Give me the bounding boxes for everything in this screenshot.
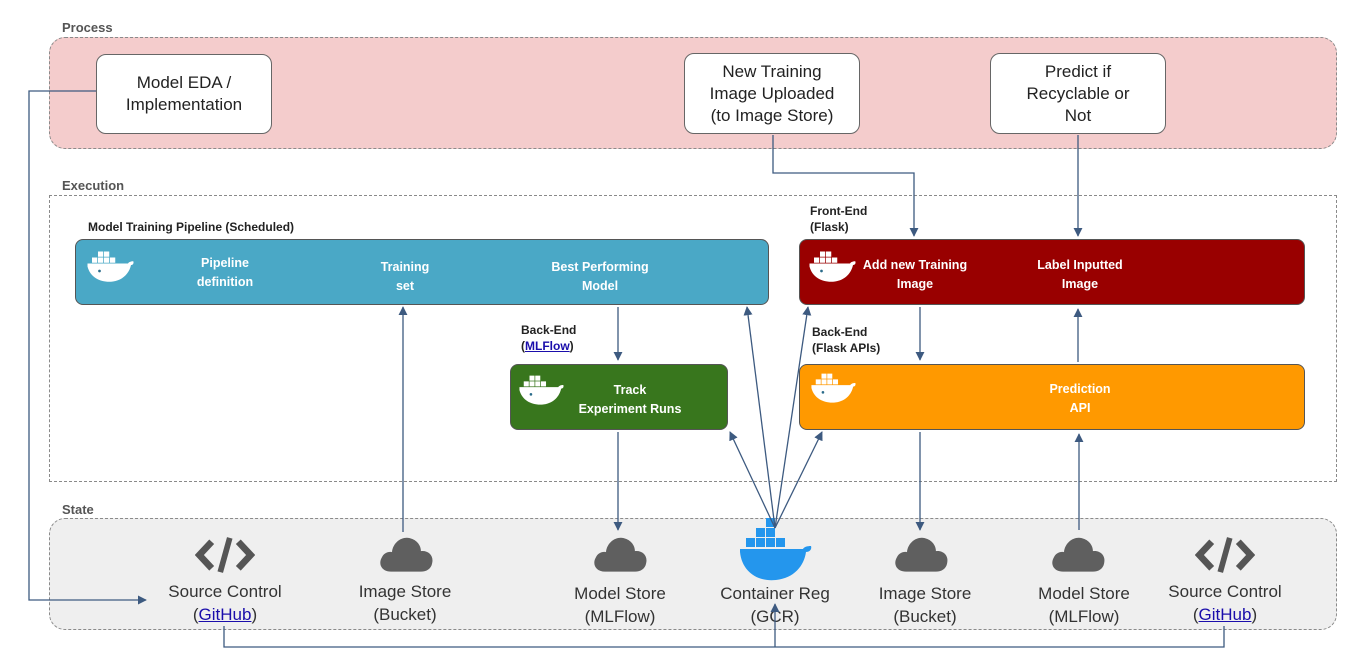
- backend-mlflow-suffix: ): [569, 339, 574, 353]
- frontend-label: Front-End (Flask): [810, 204, 868, 234]
- model-store-2-label: Model Store (MLFlow): [1038, 584, 1130, 626]
- model-store-1-label: Model Store (MLFlow): [574, 584, 666, 626]
- add-training-image-label: Add new Training Image: [862, 258, 968, 291]
- source-control-2-label: Source Control(GitHub): [1168, 582, 1282, 624]
- code-icon-2: [1199, 538, 1250, 572]
- state-region: [49, 518, 1337, 630]
- image-store-2-label: Image Store (Bucket): [878, 584, 972, 626]
- prediction-api-box: [799, 364, 1305, 430]
- pipeline-definition-label: Pipeline definition: [196, 256, 254, 289]
- docker-whale-icon-registry: [740, 518, 812, 581]
- github-link-1[interactable]: GitHub: [198, 605, 252, 624]
- docker-whale-icon-prediction: [811, 373, 856, 403]
- track-experiment-runs-label: Track Experiment Runs: [578, 383, 682, 416]
- arrow-eda-to-source-control: [28, 90, 147, 605]
- image-store-1-label: Image Store (Bucket): [358, 582, 452, 624]
- github-link-2[interactable]: GitHub: [1198, 605, 1252, 624]
- docker-whale-icon-track: [519, 375, 564, 405]
- code-icon-1: [199, 538, 250, 572]
- frontend-flask-bar: [799, 239, 1305, 305]
- docker-whale-icon-frontend: [809, 251, 856, 282]
- cloud-icon-image-store-2: [895, 537, 948, 572]
- process-section-label: Process: [62, 20, 113, 35]
- cloud-icon-model-store-1: [594, 537, 647, 572]
- source-control-2-text: Source Control: [1168, 582, 1282, 601]
- docker-whale-icon-pipeline: [87, 251, 134, 282]
- backend-mlflow-label: Back-End (MLFlow): [521, 322, 576, 354]
- pipeline-title: Model Training Pipeline (Scheduled): [88, 220, 295, 234]
- mlflow-link[interactable]: MLFlow: [525, 339, 570, 353]
- best-performing-model-label: Best Performing Model: [551, 260, 649, 293]
- training-set-label: Training set: [380, 260, 430, 293]
- label-inputted-image-label: Label Inputted Image: [1037, 258, 1123, 291]
- cloud-icon-image-store-1: [380, 537, 433, 572]
- new-training-image-card: New Training Image Uploaded (to Image St…: [684, 53, 860, 134]
- arrow-registry-to-frontend: [774, 306, 812, 529]
- arrow-registry-to-track: [729, 431, 776, 529]
- model-training-pipeline-bar: [75, 239, 769, 305]
- prediction-api-label: Prediction API: [1049, 382, 1111, 415]
- cloud-icon-model-store-2: [1052, 537, 1105, 572]
- backend-flask-label: Back-End (Flask APIs): [812, 325, 881, 355]
- source-control-1-label: Source Control(GitHub): [168, 582, 282, 624]
- model-eda-card: Model EDA / Implementation: [96, 54, 272, 134]
- predict-recyclable-card: Predict if Recyclable or Not: [990, 53, 1166, 134]
- arrow-new-training-to-add-image: [772, 135, 919, 237]
- execution-section-label: Execution: [62, 178, 125, 193]
- arrow-registry-to-prediction: [774, 431, 823, 529]
- execution-region: [49, 195, 1337, 482]
- backend-mlflow-prefix: Back-End (: [521, 323, 577, 353]
- github-bus-line: [223, 626, 1225, 648]
- state-section-label: State: [62, 502, 94, 517]
- source-control-1-text: Source Control: [168, 582, 282, 601]
- arrow-registry-to-pipeline: [743, 306, 776, 529]
